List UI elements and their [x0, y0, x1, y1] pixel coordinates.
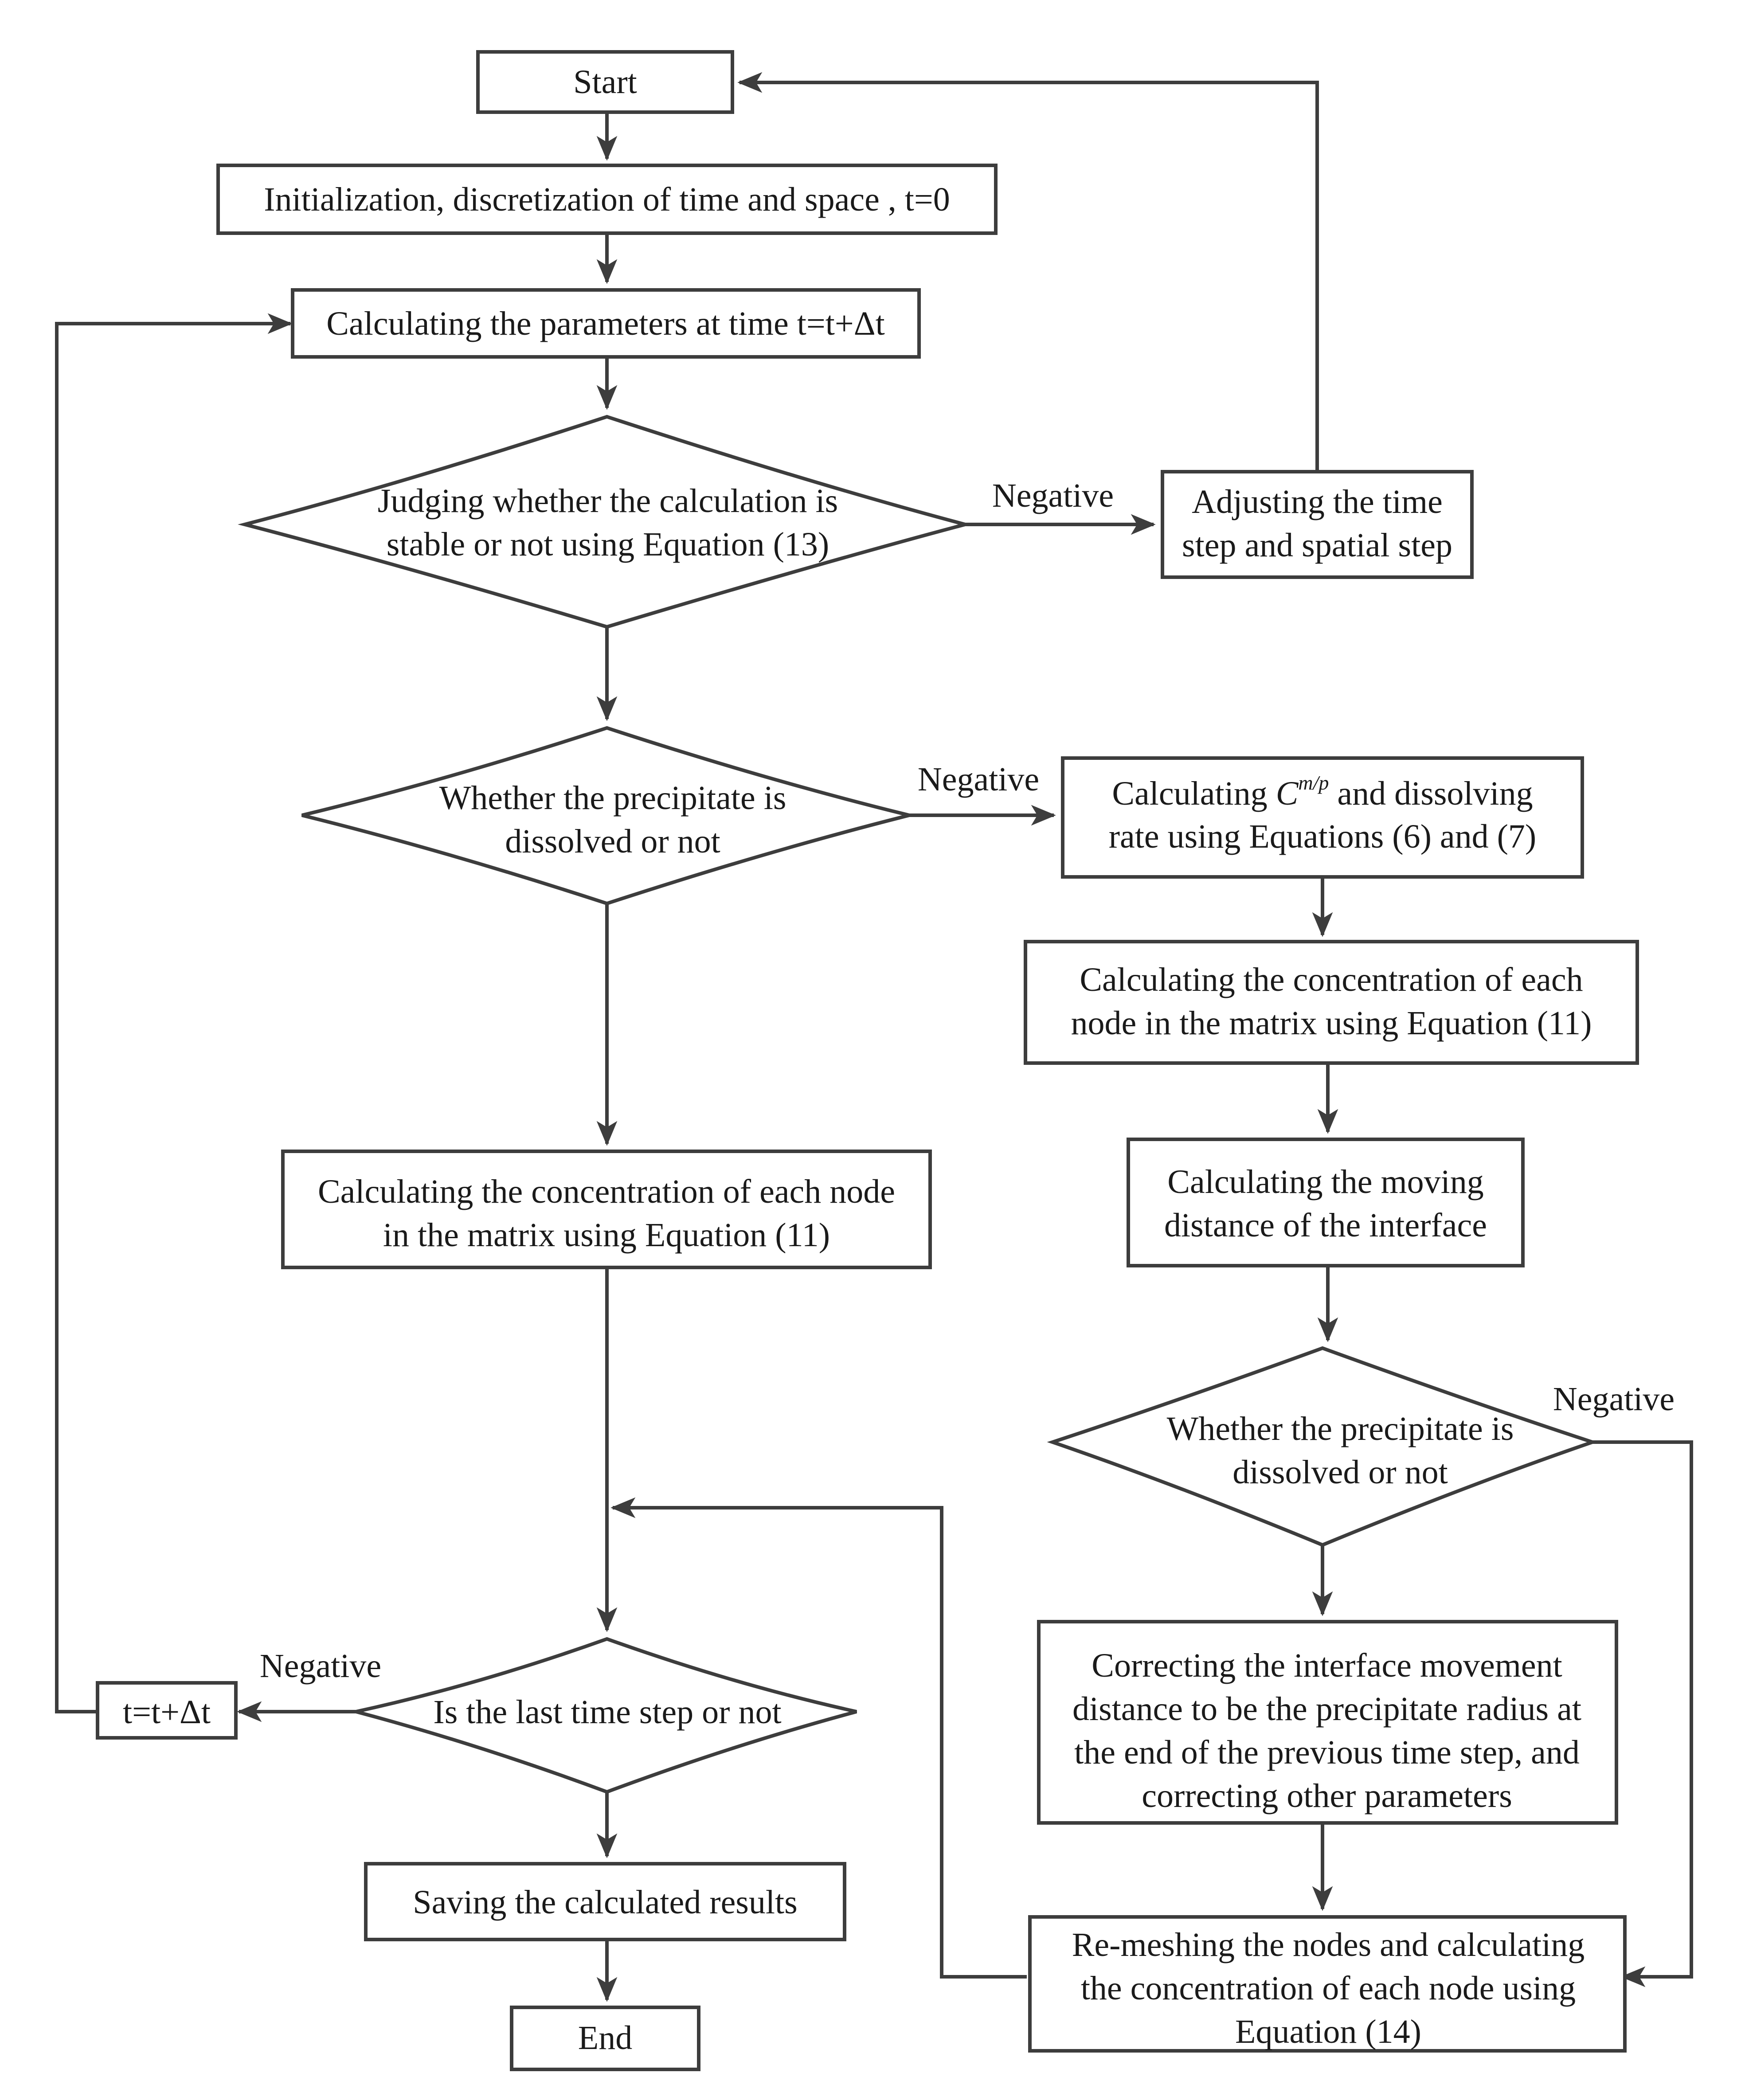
- node-init: Initialization, discretization of time a…: [216, 164, 998, 235]
- node-moving-dist-label-2: distance of the interface: [1164, 1207, 1487, 1244]
- label-dissolved2-negative: Negative: [1553, 1380, 1675, 1418]
- node-start-label: Start: [573, 63, 637, 101]
- node-remeshing-label-2: the concentration of each node using: [1081, 1970, 1576, 2007]
- node-dissolved-1: Whether the precipitate is dissolved or …: [301, 726, 910, 906]
- node-conc-right-label-1: Calculating the concentration of each: [1080, 961, 1583, 998]
- node-dissolved-2-label-1: Whether the precipitate is: [1167, 1410, 1514, 1447]
- node-correcting-label-4: correcting other parameters: [1142, 1777, 1512, 1815]
- node-end-label: End: [578, 2019, 632, 2057]
- calc-cmp-suffix: and dissolving: [1329, 775, 1533, 812]
- edge-dissolved2-to-remeshing: [1592, 1440, 1693, 1987]
- calc-cmp-symbol: C: [1276, 775, 1299, 812]
- node-increment: t=t+Δt: [96, 1681, 238, 1740]
- node-calc-cmp: Calculating Cm/p and dissolving rate usi…: [1061, 756, 1584, 879]
- label-dissolved1-negative: Negative: [918, 761, 1039, 798]
- node-conc-right-label-2: node in the matrix using Equation (11): [1071, 1005, 1592, 1042]
- node-judge-stable: Judging whether the calculation is stabl…: [238, 415, 972, 629]
- node-dissolved-2-label-2: dissolved or not: [1232, 1454, 1448, 1491]
- label-stable-negative: Negative: [992, 477, 1114, 514]
- node-conc-left-label-1: Calculating the concentration of each no…: [318, 1173, 895, 1210]
- node-last-step-label: Is the last time step or not: [433, 1693, 781, 1731]
- node-calc-cmp-label-2: rate using Equations (6) and (7): [1109, 818, 1537, 855]
- calc-cmp-prefix: Calculating: [1112, 775, 1275, 812]
- node-dissolved-1-label-2: dissolved or not: [505, 823, 720, 860]
- node-dissolved-2: Whether the precipitate is dissolved or …: [1047, 1346, 1598, 1547]
- node-correcting: Correcting the interface movement distan…: [1037, 1620, 1618, 1825]
- edge-remeshing-to-merge: [610, 1497, 1027, 1979]
- node-moving-dist-label-1: Calculating the moving: [1167, 1163, 1483, 1201]
- label-last-negative: Negative: [260, 1647, 381, 1685]
- node-remeshing: Re-meshing the nodes and calculating the…: [1028, 1915, 1627, 2053]
- node-end: End: [510, 2006, 700, 2071]
- edge-labels: Negative Negative Negative Negative: [260, 477, 1675, 1685]
- node-calc-params-label: Calculating the parameters at time t=t+Δ…: [326, 305, 884, 342]
- node-increment-label: t=t+Δt: [123, 1693, 211, 1731]
- node-saving-label: Saving the calculated results: [413, 1884, 797, 1921]
- calc-cmp-superscript: m/p: [1298, 771, 1329, 794]
- node-conc-left: Calculating the concentration of each no…: [281, 1150, 932, 1269]
- node-saving: Saving the calculated results: [364, 1862, 846, 1941]
- node-adjust-step-label-2: step and spatial step: [1182, 527, 1452, 564]
- node-calc-params: Calculating the parameters at time t=t+Δ…: [291, 288, 921, 359]
- node-correcting-label-2: distance to be the precipitate radius at: [1072, 1690, 1581, 1728]
- node-judge-stable-label-1: Judging whether the calculation is: [378, 482, 838, 520]
- node-correcting-label-1: Correcting the interface movement: [1092, 1647, 1562, 1684]
- edge-adjust-to-start: [737, 72, 1319, 472]
- node-judge-stable-label-2: stable or not using Equation (13): [387, 526, 829, 563]
- node-start: Start: [476, 50, 734, 114]
- node-calc-cmp-label-1: Calculating Cm/p and dissolving: [1112, 771, 1533, 812]
- node-adjust-step: Adjusting the time step and spatial step: [1161, 470, 1474, 579]
- node-init-label: Initialization, discretization of time a…: [264, 181, 950, 218]
- node-dissolved-1-label-1: Whether the precipitate is: [439, 779, 786, 817]
- edge-increment-to-calc-params: [55, 313, 293, 1713]
- node-conc-left-label-2: in the matrix using Equation (11): [383, 1216, 830, 1254]
- node-conc-right: Calculating the concentration of each no…: [1024, 940, 1639, 1065]
- node-last-step: Is the last time step or not: [355, 1637, 857, 1794]
- edges: [55, 72, 1693, 2002]
- node-adjust-step-label-1: Adjusting the time: [1192, 483, 1443, 520]
- node-remeshing-label-1: Re-meshing the nodes and calculating: [1072, 1926, 1585, 1963]
- node-moving-dist: Calculating the moving distance of the i…: [1127, 1138, 1525, 1267]
- node-remeshing-label-3: Equation (14): [1235, 2013, 1421, 2050]
- node-correcting-label-3: the end of the previous time step, and: [1074, 1734, 1580, 1771]
